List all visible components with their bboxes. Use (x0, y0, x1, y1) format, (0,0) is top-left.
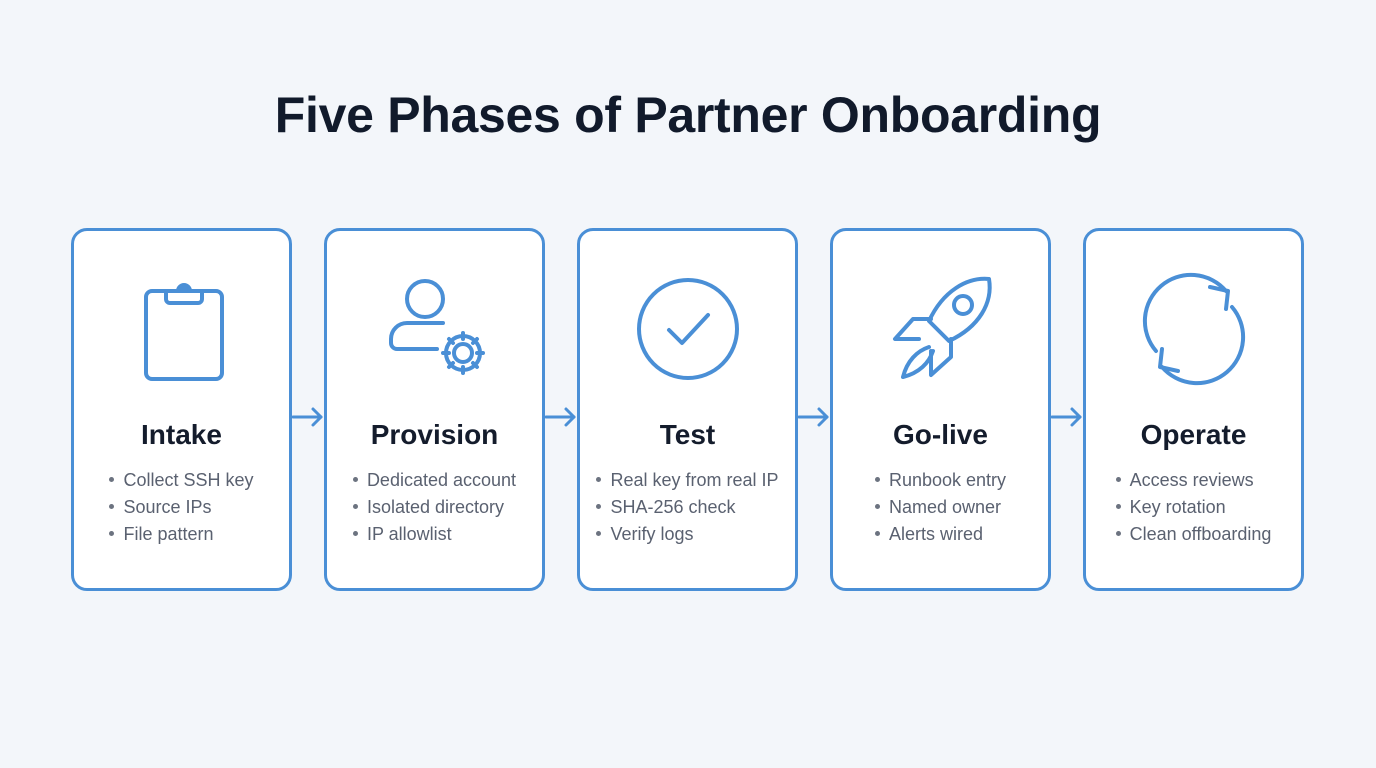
list-item: Access reviews (1116, 467, 1272, 494)
user-gear-icon (375, 269, 495, 389)
clipboard-icon (122, 269, 242, 389)
arrow-right-icon (544, 406, 578, 428)
phase-card-operate: Operate Access reviews Key rotation Clea… (1083, 228, 1304, 591)
phase-items: Real key from real IP SHA-256 check Veri… (580, 467, 795, 548)
list-item: IP allowlist (353, 521, 516, 548)
list-item: Dedicated account (353, 467, 516, 494)
arrow-right-icon (291, 406, 325, 428)
rocket-icon (881, 269, 1001, 389)
cycle-arrows-icon (1134, 269, 1254, 389)
phase-name: Intake (141, 419, 222, 450)
list-item: Collect SSH key (109, 467, 253, 494)
phase-name: Test (659, 419, 716, 450)
arrow-right-icon (1050, 406, 1084, 428)
list-item: Alerts wired (875, 521, 1006, 548)
list-item: Runbook entry (875, 467, 1006, 494)
check-circle-icon (628, 269, 748, 389)
list-item: Real key from real IP (596, 467, 778, 494)
list-item: File pattern (109, 521, 253, 548)
phase-items: Access reviews Key rotation Clean offboa… (1086, 467, 1301, 548)
phase-items: Dedicated account Isolated directory IP … (327, 467, 542, 548)
phase-card-go-live: Go-live Runbook entry Named owner Alerts… (830, 228, 1051, 591)
list-item: Key rotation (1116, 494, 1272, 521)
phase-name: Go-live (893, 419, 988, 450)
phase-name: Operate (1140, 419, 1247, 450)
list-item: Clean offboarding (1116, 521, 1272, 548)
phase-items: Collect SSH key Source IPs File pattern (74, 467, 289, 548)
phase-card-test: Test Real key from real IP SHA-256 check… (577, 228, 798, 591)
list-item: Isolated directory (353, 494, 516, 521)
phase-card-intake: Intake Collect SSH key Source IPs File p… (71, 228, 292, 591)
page-title: Five Phases of Partner Onboarding (274, 87, 1102, 143)
phase-name: Provision (370, 419, 499, 450)
phase-card-provision: Provision Dedicated account Isolated dir… (324, 228, 545, 591)
arrow-right-icon (797, 406, 831, 428)
list-item: SHA-256 check (596, 494, 778, 521)
list-item: Named owner (875, 494, 1006, 521)
list-item: Source IPs (109, 494, 253, 521)
phase-items: Runbook entry Named owner Alerts wired (833, 467, 1048, 548)
list-item: Verify logs (596, 521, 778, 548)
